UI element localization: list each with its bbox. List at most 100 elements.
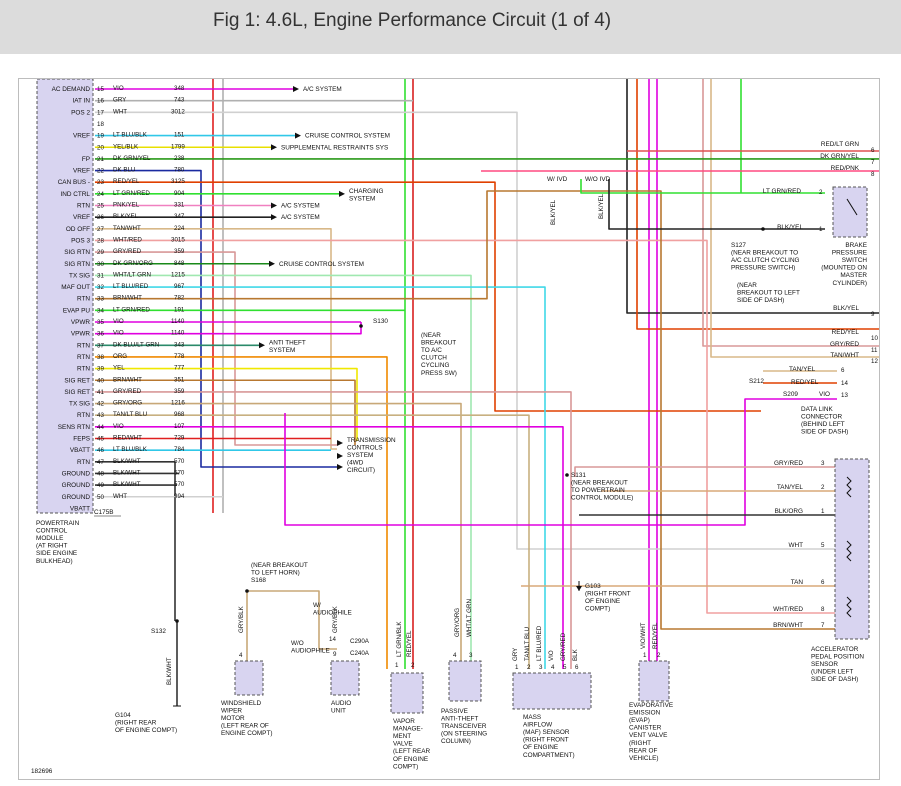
pcm-box — [36, 78, 94, 514]
right-wire-pin: 12 — [871, 358, 878, 365]
pcm-pin-number: 44 — [97, 424, 104, 431]
dlc-p3: 13 — [841, 392, 848, 399]
ivd-without-label: W/O IVD — [585, 176, 611, 183]
maf-pin: 1 — [515, 664, 519, 671]
pcm-pin-label: GROUND — [62, 494, 91, 501]
wire-22 — [95, 169, 337, 468]
pcm-pin-number: 42 — [97, 401, 104, 408]
pcm-connector-id: C175B — [94, 509, 114, 516]
wire-vertical-blkyel — [626, 79, 879, 314]
wire-43 — [95, 414, 530, 669]
wire-audio — [247, 590, 337, 650]
maf-wire-gry-red: GRY/RED — [560, 632, 567, 661]
wire-39 — [95, 367, 358, 441]
pcm-circuit-number: 570 — [174, 458, 185, 465]
right-wire-pin: 8 — [871, 171, 875, 178]
pcm-wire-color: DK GRN/YEL — [113, 155, 151, 162]
components-layer — [234, 186, 870, 714]
pcm-circuit-number: 191 — [174, 306, 185, 313]
pcm-pin-number: 34 — [97, 307, 104, 314]
pcm-circuit-number: 570 — [174, 481, 185, 488]
app-pin: 6 — [821, 579, 825, 586]
pcm-pin-label: GROUND — [62, 470, 91, 477]
pcm-pin-label: RTN — [77, 203, 90, 210]
pcm-wire-color: LT GRN/RED — [113, 306, 150, 313]
ivd-wire-a: BLK/YEL — [550, 199, 557, 225]
pcm-wire-color: LT BLU/BLK — [113, 132, 148, 139]
arrow-label-cruise-control-system: CRUISE CONTROL SYSTEM — [279, 261, 364, 268]
pcm-pin-label: IND CTRL — [61, 191, 91, 198]
splice-s127-dot — [761, 227, 765, 231]
pcm-pin-label: POS 3 — [71, 237, 90, 244]
wire-17 — [95, 111, 761, 550]
evap-w1: VIO/WHT — [640, 622, 647, 649]
wire-32 — [95, 286, 546, 669]
arrow-a-c-system-head — [271, 214, 277, 221]
app-resistor — [846, 540, 852, 562]
vmv-w2: RED/YEL — [406, 630, 413, 657]
pcm-wire-color: GRY/RED — [113, 388, 142, 395]
pcm-pin-label: RTN — [77, 412, 90, 419]
pcm-wire-color: VIO — [113, 423, 124, 430]
pats-p2: 3 — [469, 652, 473, 659]
audio-connector-c1: C290A — [350, 638, 370, 645]
brake-wire1-label: LT GRN/RED — [763, 188, 801, 195]
pats-w1: GRY/ORG — [454, 608, 461, 637]
right-wire-label-tan-wht: TAN/WHT — [830, 352, 859, 359]
splice-s212-label: S212 — [749, 378, 764, 385]
pcm-wire-color: GRY — [113, 97, 126, 104]
pcm-wire-color: VIO — [113, 330, 124, 337]
vmv-p2: 2 — [411, 662, 415, 669]
pcm-pin-label-vbatt: VBATT — [70, 505, 90, 512]
pcm-wire-color: YEL — [113, 365, 125, 372]
wire-44 — [95, 426, 564, 669]
pcm-wire-color: DK BLU/LT GRN — [113, 341, 159, 348]
pcm-circuit-number: 151 — [174, 132, 185, 139]
pcm-pin-label: SIG RTN — [64, 249, 90, 256]
pcm-pin-number: 16 — [97, 98, 104, 105]
app-pin: 8 — [821, 606, 825, 613]
splice-s132-label: S132 — [151, 628, 166, 635]
maf-wire-blk: BLK — [572, 648, 579, 661]
wire-36 — [95, 322, 362, 335]
maf-pin: 4 — [551, 664, 555, 671]
wire-vertical-gryred — [702, 79, 879, 347]
pcm-pin-number: 15 — [97, 86, 104, 93]
pcm-wire-color: BLK/WHT — [113, 481, 141, 488]
pcm-circuit-number: 784 — [174, 446, 185, 453]
maf-wire-gry: GRY — [512, 648, 519, 661]
pcm-circuit-number: 359 — [174, 388, 185, 395]
pcm-pin-number: 24 — [97, 191, 104, 198]
pcm-pin-number: 21 — [97, 156, 104, 163]
arrow-cruise-control-system-head — [295, 132, 301, 139]
pcm-pin-number: 33 — [97, 296, 104, 303]
audio-unit-box — [330, 660, 360, 696]
pcm-pin-label: VBATT — [70, 447, 90, 454]
pcm-pin-number: 28 — [97, 237, 104, 244]
pcm-circuit-number: 1140 — [171, 318, 185, 325]
pcm-wire-color: YEL/BLK — [113, 143, 139, 150]
app-resistor — [846, 476, 852, 498]
wire-28 — [95, 239, 819, 614]
pcm-circuit-number: 968 — [174, 411, 185, 418]
arrow-tcs-head — [337, 464, 343, 470]
pcm-wire-color: LT BLU/BLK — [113, 446, 148, 453]
splice-s131-dot — [565, 473, 569, 477]
pcm-pin-label: VREF — [73, 133, 90, 140]
pcm-wire-color: RED/WHT — [113, 435, 142, 442]
app-sensor-box — [834, 458, 870, 640]
pcm-pin-number: 29 — [97, 249, 104, 256]
app-pin: 1 — [821, 508, 825, 515]
maf-wire-vio: VIO — [548, 650, 555, 661]
